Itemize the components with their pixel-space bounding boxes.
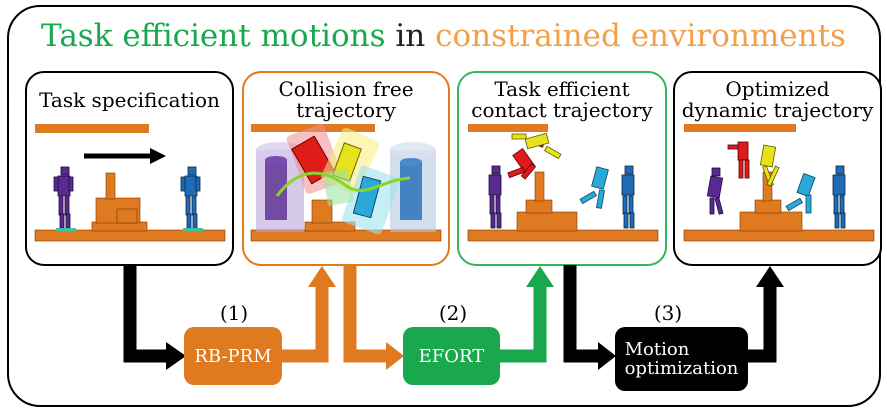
ground <box>683 229 875 242</box>
motion-arrow-head <box>150 148 166 164</box>
panel3-scene <box>467 124 659 242</box>
overhead-slab <box>35 124 149 133</box>
robot-goal <box>832 165 846 229</box>
bounding-cylinders <box>256 142 436 232</box>
robot-yellow-pose <box>511 132 562 160</box>
robot-start <box>53 166 74 229</box>
step-label-3: (3) <box>653 301 683 325</box>
arrow-optim-to-optimized <box>748 285 777 363</box>
motion-optimization-line: Motion <box>624 339 690 360</box>
panel2-scene <box>250 124 442 242</box>
robot-goal <box>621 165 635 229</box>
motion-optimization-box: Motion optimization <box>615 327 748 391</box>
overhead-slab <box>468 124 548 132</box>
post <box>105 172 116 200</box>
panel-title-task-specification: Task specification <box>26 90 233 111</box>
panel-title-line: trajectory <box>296 98 396 122</box>
panel1-scene <box>34 124 226 242</box>
panel-title-contact-trajectory: Task efficient contact trajectory <box>458 79 666 121</box>
step-label-1: (1) <box>219 301 249 325</box>
robot-cyan-pose <box>579 166 609 209</box>
rb-prm-box: RB-PRM <box>184 327 282 385</box>
panel-title-collision-free: Collision free trajectory <box>243 79 449 121</box>
arrow-rbprm-to-collision <box>282 285 329 363</box>
step-right <box>116 208 138 224</box>
robot-yellow-pose <box>759 144 780 187</box>
panel-frame-contact-trajectory <box>457 71 667 266</box>
flow-arrows <box>123 265 784 370</box>
robot-cyan-pose <box>785 173 816 214</box>
overhead-slab <box>684 124 796 132</box>
title-part3: constrained environments <box>435 18 846 54</box>
foot <box>66 228 76 231</box>
efort-label: EFORT <box>418 345 485 367</box>
motion-optimization-line: optimization <box>624 358 739 379</box>
arrow-collision-to-efort <box>343 265 388 363</box>
ground <box>467 229 659 242</box>
rb-prm-label: RB-PRM <box>194 345 272 367</box>
robot-start <box>488 165 502 229</box>
figure-title: Task efficient motions in constrained en… <box>0 18 887 54</box>
arrow-efort-to-contact <box>500 285 547 363</box>
panel-title-line: contact trajectory <box>471 98 653 122</box>
ground <box>34 229 226 242</box>
robot-goal <box>180 166 201 229</box>
foot <box>56 228 66 231</box>
panel-title-optimized: Optimized dynamic trajectory <box>674 79 881 121</box>
panel-title-line: dynamic trajectory <box>681 98 874 122</box>
robot-start <box>706 167 724 215</box>
panel4-scene <box>683 124 875 242</box>
title-part2: in <box>395 18 426 54</box>
arrow-spec-to-rbprm <box>123 265 170 363</box>
robot-red-pose <box>727 141 750 179</box>
trajectory-curve <box>275 171 411 197</box>
arrow-contact-to-optim <box>563 265 600 363</box>
panel-title-line: Collision free <box>278 77 414 101</box>
efort-box: EFORT <box>403 327 500 385</box>
panel-title-line: Task efficient <box>494 77 630 101</box>
panel-title-line: Optimized <box>725 77 830 101</box>
step-low <box>91 221 148 232</box>
title-part1: Task efficient motions <box>41 18 386 54</box>
step-label-2: (2) <box>438 301 468 325</box>
panel-title-text: Task specification <box>39 88 220 112</box>
